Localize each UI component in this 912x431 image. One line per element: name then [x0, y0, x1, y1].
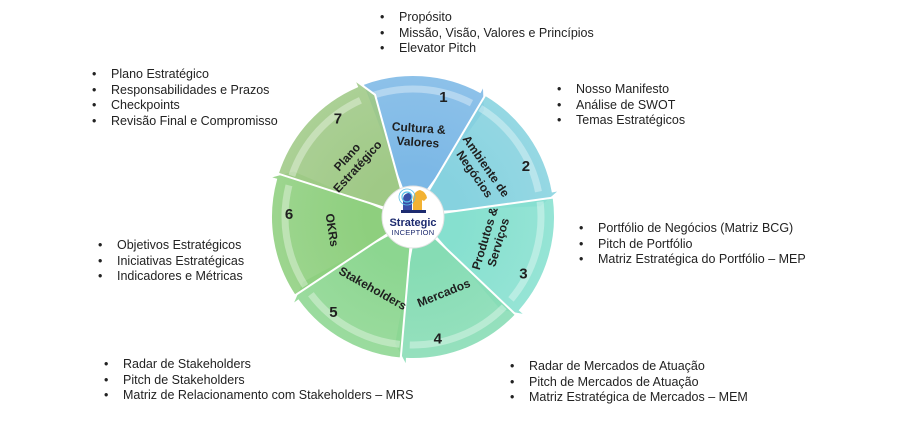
bullet-item: Pitch de Stakeholders — [104, 373, 413, 389]
segment-number: 7 — [334, 110, 342, 127]
segment-number: 2 — [522, 158, 530, 175]
bullet-item: Matriz de Relacionamento com Stakeholder… — [104, 388, 413, 404]
bullet-item: Elevator Pitch — [380, 41, 594, 57]
bullet-item: Pitch de Portfólio — [579, 237, 806, 253]
bullets-plano-estrategico: Plano Estratégico Responsabilidades e Pr… — [92, 67, 278, 129]
chess-pieces-icon — [398, 188, 427, 213]
segment-number: 5 — [329, 304, 337, 321]
bullets-stakeholders: Radar de Stakeholders Pitch de Stakehold… — [104, 357, 413, 404]
bullet-item: Matriz Estratégica do Portfólio – MEP — [579, 252, 806, 268]
segment-label-line: Valores — [396, 134, 440, 151]
segment-band — [478, 105, 542, 193]
logo-subtitle: INCEPTION — [392, 228, 435, 237]
segment-number: 1 — [439, 89, 447, 106]
segment-band — [281, 184, 309, 288]
bullets-okrs: Objetivos Estratégicos Iniciativas Estra… — [98, 238, 244, 285]
bullet-item: Missão, Visão, Valores e Princípios — [380, 26, 594, 42]
bullet-item: Propósito — [380, 10, 594, 26]
bullet-item: Temas Estratégicos — [557, 113, 685, 129]
bullets-produtos-servicos: Portfólio de Negócios (Matriz BCG) Pitch… — [579, 221, 806, 268]
center-logo: Strategic INCEPTION — [381, 185, 445, 249]
bullet-item: Responsabilidades e Prazos — [92, 83, 278, 99]
segment-number: 4 — [434, 330, 443, 347]
bullet-item: Portfólio de Negócios (Matriz BCG) — [579, 221, 806, 237]
segment-label-line: OKRs — [322, 212, 341, 247]
bullet-item: Iniciativas Estratégicas — [98, 254, 244, 270]
bullet-item: Radar de Stakeholders — [104, 357, 413, 373]
bullet-item: Pitch de Mercados de Atuação — [510, 375, 748, 391]
bullet-item: Radar de Mercados de Atuação — [510, 359, 748, 375]
segment-band — [368, 85, 474, 107]
bullet-item: Indicadores e Métricas — [98, 269, 244, 285]
segment-band — [308, 292, 401, 348]
bullet-item: Nosso Manifesto — [557, 82, 685, 98]
segment-band — [409, 304, 507, 349]
logo-title: Strategic — [389, 217, 436, 229]
bullet-item: Plano Estratégico — [92, 67, 278, 83]
bullets-ambiente-negocios: Nosso Manifesto Análise de SWOT Temas Es… — [557, 82, 685, 129]
segment-band — [508, 201, 545, 302]
bullet-item: Análise de SWOT — [557, 98, 685, 114]
bullet-item: Matriz Estratégica de Mercados – MEM — [510, 390, 748, 406]
segment-label-cultura-valores: Cultura &Valores — [391, 119, 446, 151]
segment-number: 6 — [285, 206, 293, 223]
segment-number: 3 — [519, 265, 527, 282]
segment-label-line: Cultura & — [391, 119, 446, 136]
bullets-cultura-valores: Propósito Missão, Visão, Valores e Princ… — [380, 10, 594, 57]
bullets-mercados: Radar de Mercados de Atuação Pitch de Me… — [510, 359, 748, 406]
bullet-item: Checkpoints — [92, 98, 278, 114]
bullet-item: Objetivos Estratégicos — [98, 238, 244, 254]
bullet-item: Revisão Final e Compromisso — [92, 114, 278, 130]
segment-band — [288, 97, 362, 177]
segment-label-okrs: OKRs — [322, 212, 341, 247]
